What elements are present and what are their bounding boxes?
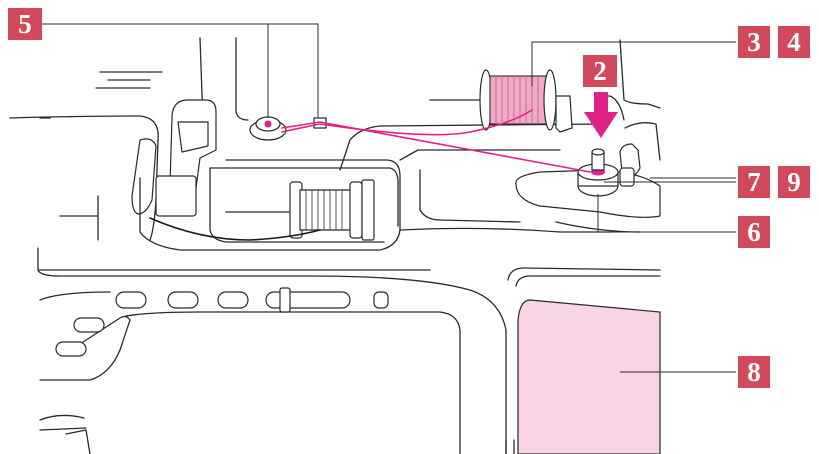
down-arrow-icon — [584, 92, 618, 138]
bobbin — [577, 148, 619, 197]
callout-4: 4 — [778, 26, 810, 58]
callout-7: 7 — [738, 166, 770, 198]
callout-2-label: 2 — [593, 56, 607, 86]
callout-6-label: 6 — [747, 217, 761, 247]
callout-9-label: 9 — [787, 167, 801, 197]
callout-2: 2 — [583, 55, 617, 87]
callout-8-label: 8 — [747, 357, 761, 387]
main-spool — [429, 69, 573, 133]
lcd-panel — [505, 267, 661, 454]
thread-guide-tower — [131, 99, 217, 217]
callout-4-label: 4 — [787, 27, 801, 57]
callout-9: 9 — [778, 166, 810, 198]
front-panel — [37, 269, 461, 454]
callout-3-label: 3 — [747, 27, 761, 57]
callout-5: 5 — [8, 8, 42, 40]
panel-buttons — [55, 287, 389, 357]
callout-6: 6 — [738, 216, 770, 248]
thread-path — [281, 109, 591, 173]
callout-3: 3 — [738, 26, 770, 58]
pretension-disc — [249, 116, 287, 141]
callout-5-label: 5 — [18, 9, 32, 39]
callout-8: 8 — [738, 356, 770, 388]
leader-lines — [42, 23, 736, 373]
lcd-screen — [517, 299, 661, 454]
auxiliary-spool — [225, 179, 375, 241]
callout-7-label: 7 — [747, 167, 761, 197]
